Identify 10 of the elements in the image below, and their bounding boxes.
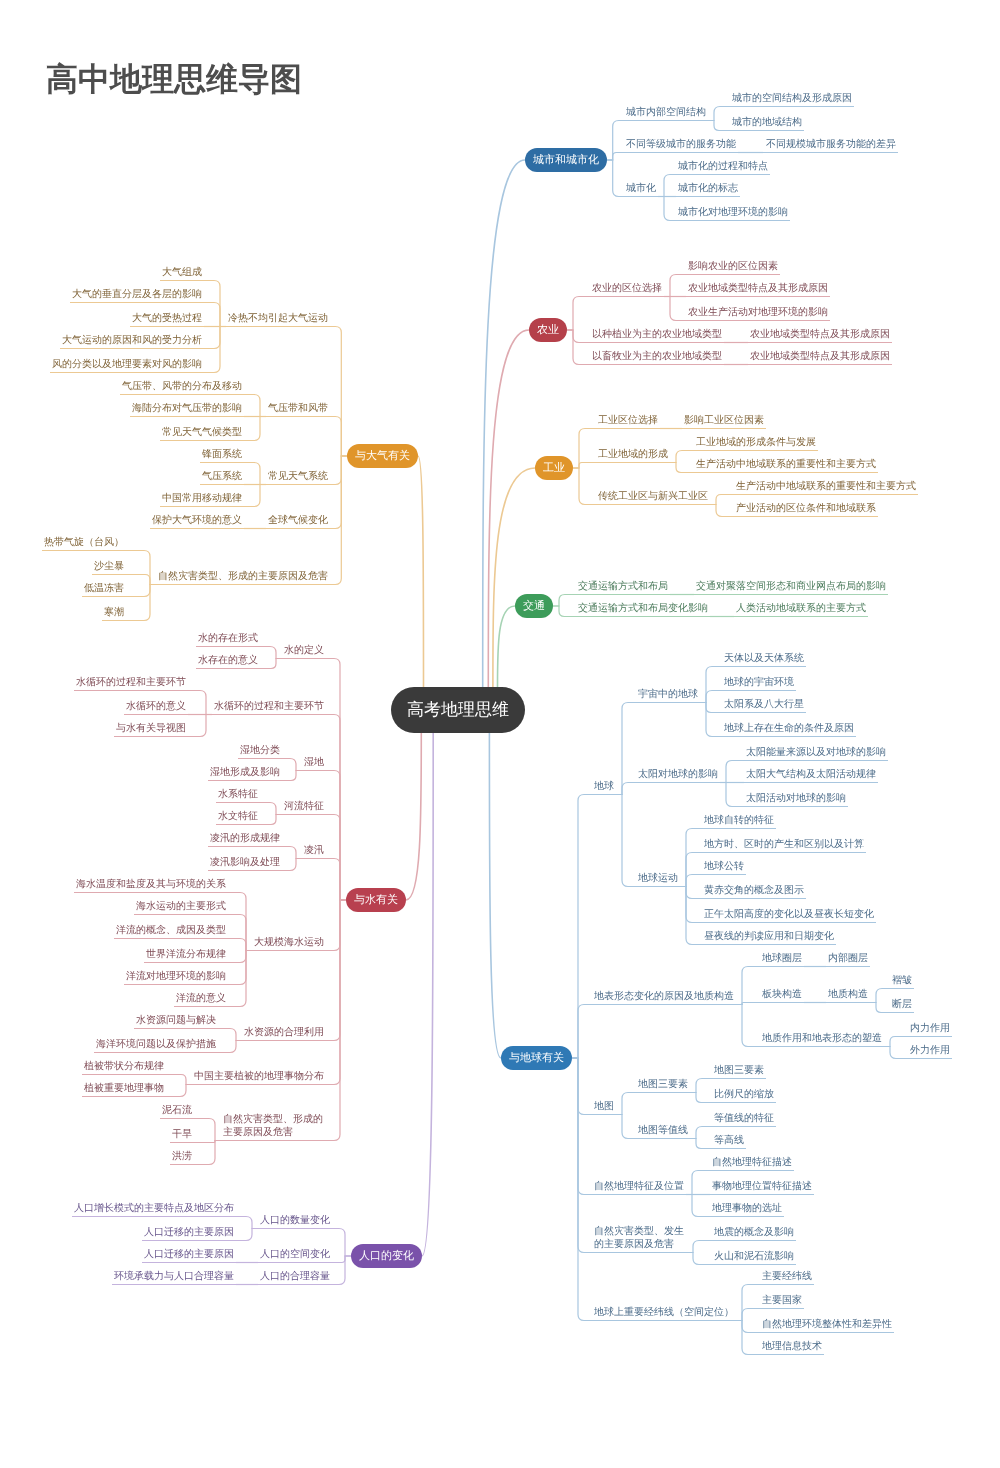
connector-line — [421, 732, 434, 1257]
connector-line — [487, 329, 530, 688]
central-topic: 高考地理思维 — [391, 687, 525, 733]
connector-line — [488, 732, 502, 1059]
title: 高中地理思维导图 — [46, 60, 302, 98]
connector-line — [496, 605, 516, 688]
connector-line — [405, 732, 423, 901]
connector-line — [492, 467, 536, 688]
connector-line — [481, 159, 526, 688]
connector-line — [417, 455, 425, 688]
